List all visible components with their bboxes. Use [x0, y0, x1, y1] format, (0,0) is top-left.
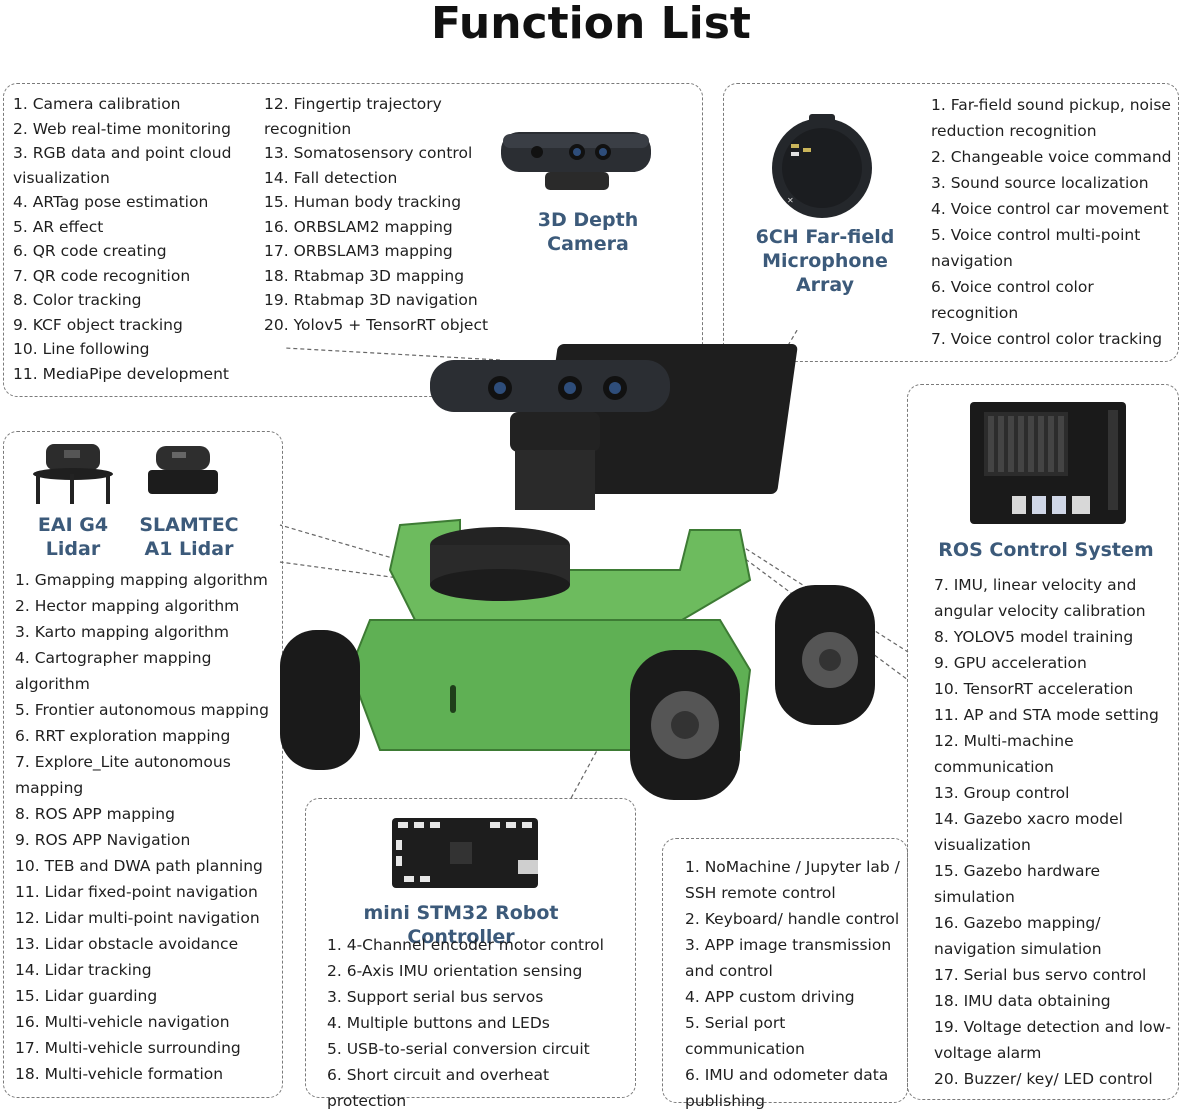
robot-car-image — [279, 330, 909, 801]
list-item: 17. Multi-vehicle surrounding — [15, 1039, 241, 1057]
list-item: 15. Human body tracking — [264, 193, 462, 211]
list-item: 3. RGB data and point cloud visualizatio… — [13, 144, 232, 187]
stm32-board-image — [392, 818, 538, 888]
list-item: 7. Explore_Lite autonomous mapping — [15, 753, 231, 797]
list-item: 5. Serial port communication — [685, 1014, 805, 1058]
remote-control-box — [662, 838, 908, 1103]
list-item: 17. ORBSLAM3 mapping — [264, 242, 453, 260]
list-item: 1. Gmapping mapping algorithm — [15, 571, 268, 589]
list-item: 7. Voice control color tracking — [931, 330, 1163, 348]
list-item: 10. TEB and DWA path planning — [15, 857, 263, 875]
list-item: 9. GPU acceleration — [934, 654, 1087, 672]
list-item: 6. RRT exploration mapping — [15, 727, 231, 745]
software-list-col1: 1. Camera calibration 2. Web real-time mo… — [13, 92, 253, 386]
list-item: 13. Somatosensory control — [264, 144, 473, 162]
list-item: 8. YOLOV5 model training — [934, 628, 1134, 646]
list-item: 4. APP custom driving — [685, 988, 855, 1006]
list-item: 17. Serial bus servo control — [934, 966, 1147, 984]
list-item: 2. Hector mapping algorithm — [15, 597, 240, 615]
remote-feature-list: 1. NoMachine / Jupyter lab / SSH remote … — [685, 854, 907, 1114]
ros-control-label: ROS Control System — [938, 539, 1154, 561]
list-item: 7. QR code recognition — [13, 266, 191, 285]
ros-control-box — [907, 384, 1179, 1100]
list-item: 3. Sound source localization — [931, 174, 1149, 192]
list-item: 1. Camera calibration — [13, 95, 181, 113]
list-item: 19. Voltage detection and low-voltage al… — [934, 1018, 1171, 1062]
list-item: 3. Karto mapping algorithm — [15, 623, 229, 641]
list-item: 20. Yolov5 + TensorRT object — [264, 315, 489, 334]
list-item: 19. Rtabmap 3D navigation — [264, 291, 478, 309]
list-item: 9. KCF object tracking — [13, 315, 183, 334]
list-item: 18. IMU data obtaining — [934, 992, 1111, 1010]
depth-camera-label: 3D Depth Camera — [537, 209, 639, 255]
slamtec-a1-lidar-image — [148, 446, 218, 494]
lidar-box — [3, 431, 283, 1098]
list-item: 4. Cartographer mapping algorithm — [15, 649, 212, 693]
software-list-col2: 12. Fingertip trajectory recognition 13. … — [264, 92, 494, 337]
list-item: 2. Keyboard/ handle control — [685, 910, 900, 928]
list-item: 10. Line following — [13, 340, 150, 358]
list-item: 10. TensorRT acceleration — [934, 680, 1134, 698]
lidar-feature-list: 1. Gmapping mapping algorithm 2. Hector m… — [15, 567, 275, 1087]
list-item: 12. Lidar multi-point navigation — [15, 909, 260, 927]
list-item: 13. Lidar obstacle avoidance — [15, 935, 239, 953]
list-item: 5. USB-to-serial conversion circuit — [327, 1040, 590, 1058]
list-item: 1. 4-Channel encoder motor control — [327, 936, 604, 954]
stm32-box — [305, 798, 636, 1098]
list-item: 18. Rtabmap 3D mapping — [264, 266, 465, 285]
microphone-feature-list: 1. Far-field sound pickup, noise reducti… — [931, 92, 1173, 352]
list-item: 18. Multi-vehicle formation — [15, 1065, 224, 1083]
list-item: 5. AR effect — [13, 217, 104, 236]
list-item: 2. Changeable voice command — [931, 148, 1172, 166]
list-item: 4. ARTag pose estimation — [13, 193, 209, 211]
eai-g4-lidar-image — [33, 444, 113, 504]
list-item: 14. Lidar tracking — [15, 961, 152, 979]
list-item: 6. Short circuit and overheat protection — [327, 1066, 550, 1110]
eai-g4-lidar-label: EAI G4 Lidar — [37, 514, 109, 560]
list-item: 3. Support serial bus servos — [327, 988, 544, 1006]
ros-feature-list: 7. IMU, linear velocity and angular velo… — [934, 572, 1172, 1092]
list-item: 5. Frontier autonomous mapping — [15, 701, 269, 719]
depth-camera-image — [501, 132, 651, 190]
slamtec-a1-lidar-label: SLAMTEC A1 Lidar — [139, 514, 239, 560]
list-item: 11. Lidar fixed-point navigation — [15, 883, 258, 901]
software-features-box — [3, 83, 703, 397]
jetson-board-image — [970, 402, 1126, 524]
list-item: 2. 6-Axis IMU orientation sensing — [327, 962, 583, 980]
list-item: 6. Voice control color recognition — [931, 278, 1094, 322]
stm32-label: mini STM32 Robot Controller — [363, 902, 559, 948]
list-item: 11. MediaPipe development — [13, 364, 229, 383]
page-title: Function List — [431, 0, 751, 49]
list-item: 12. Multi-machine communication — [934, 732, 1074, 776]
list-item: 1. Far-field sound pickup, noise reducti… — [931, 96, 1171, 140]
list-item: 13. Group control — [934, 784, 1070, 802]
list-item: 20. Buzzer/ key/ LED control — [934, 1070, 1153, 1088]
list-item: 16. Multi-vehicle navigation — [15, 1013, 230, 1031]
list-item: 9. ROS APP Navigation — [15, 831, 191, 849]
microphone-label: 6CH Far-field Microphone Array — [755, 226, 895, 296]
list-item: 2. Web real-time monitoring — [13, 119, 231, 138]
list-item: 5. Voice control multi-point navigation — [931, 226, 1141, 270]
list-item: 8. ROS APP mapping — [15, 805, 175, 823]
list-item: 14. Fall detection — [264, 168, 398, 187]
list-item: 16. ORBSLAM2 mapping — [264, 217, 453, 236]
list-item: 4. Voice control car movement — [931, 200, 1169, 218]
list-item: 6. IMU and odometer data publishing — [685, 1066, 889, 1110]
list-item: 15. Gazebo hardware simulation — [934, 862, 1101, 906]
list-item: 8. Color tracking — [13, 291, 142, 309]
list-item: 1. NoMachine / Jupyter lab / SSH remote … — [685, 858, 900, 902]
list-item: 12. Fingertip trajectory recognition — [264, 95, 442, 138]
microphone-box — [723, 83, 1179, 362]
list-item: 3. APP image transmission and control — [685, 936, 892, 980]
svg-text:✕: ✕ — [787, 196, 794, 205]
list-item: 14. Gazebo xacro model visualization — [934, 810, 1123, 854]
microphone-array-image: ✕ — [772, 114, 872, 218]
list-item: 7. IMU, linear velocity and angular velo… — [934, 576, 1146, 620]
list-item: 11. AP and STA mode setting — [934, 706, 1159, 724]
list-item: 6. QR code creating — [13, 242, 167, 260]
list-item: 4. Multiple buttons and LEDs — [327, 1014, 550, 1032]
stm32-feature-list: 1. 4-Channel encoder motor control 2. 6-A… — [327, 932, 632, 1114]
list-item: 15. Lidar guarding — [15, 987, 158, 1005]
list-item: 16. Gazebo mapping/ navigation simulatio… — [934, 914, 1102, 958]
